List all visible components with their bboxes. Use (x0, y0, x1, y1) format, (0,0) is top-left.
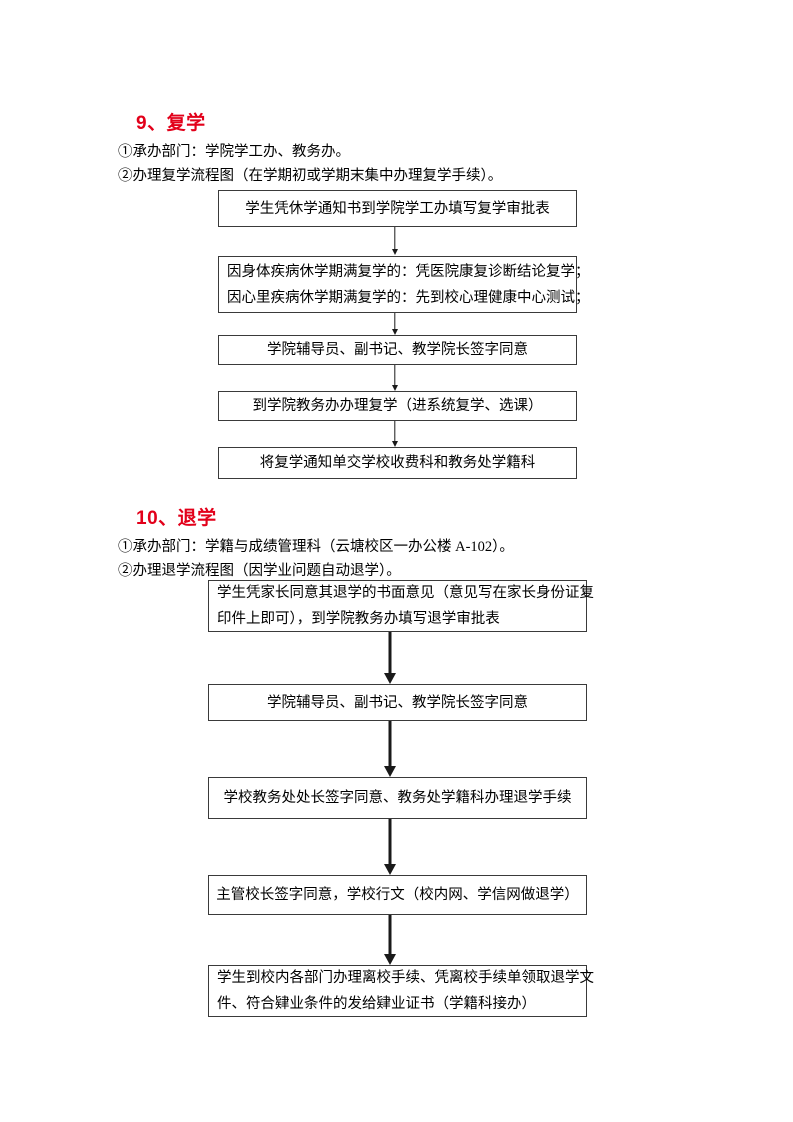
arrow-head (392, 385, 398, 391)
flow-arrow (388, 365, 402, 391)
arrow-shaft (388, 721, 392, 766)
flow-arrow (380, 632, 400, 684)
flow-step-line: 学生到校内各部门办理离校手续、凭离校手续单领取退学文 (217, 970, 594, 986)
flow-step-line: 学院辅导员、副书记、教学院长签字同意 (267, 342, 528, 358)
flow-step-box: 学生凭休学通知书到学院学工办填写复学审批表 (218, 190, 577, 227)
flow-step-line: 因身体疾病休学期满复学的：凭医院康复诊断结论复学； (227, 263, 590, 280)
section-10-line-2: ②办理退学流程图（因学业问题自动退学）。 (118, 563, 401, 579)
flow-step-box: 到学院教务办办理复学（进系统复学、选课） (218, 391, 577, 421)
section-heading-9: 9、复学 (136, 113, 206, 134)
arrow-shaft (394, 421, 396, 441)
arrow-head (384, 766, 396, 777)
flow-step-box: 学生凭家长同意其退学的书面意见（意见写在家长身份证复 印件上即可），到学院教务办… (208, 580, 594, 632)
flow-step-line: 印件上即可），到学院教务办填写退学审批表 (217, 611, 500, 627)
flow-step-box: 主管校长签字同意，学校行文（校内网、学信网做退学） (208, 875, 587, 915)
arrow-head (392, 441, 398, 447)
flow-step-line: 到学院教务办办理复学（进系统复学、选课） (252, 398, 543, 414)
flow-step-box: 学校教务处处长签字同意、教务处学籍科办理退学手续 (208, 777, 587, 819)
section-9-line-2: ②办理复学流程图（在学期初或学期末集中办理复学手续）。 (118, 168, 503, 184)
arrow-head (384, 864, 396, 875)
flow-step-line: 件、符合肄业条件的发给肄业证书（学籍科接办） (217, 996, 536, 1012)
flow-step-box: 学院辅导员、副书记、教学院长签字同意 (208, 684, 587, 721)
arrow-head (384, 673, 396, 684)
arrow-head (392, 329, 398, 335)
flow-step-line: 学校教务处处长签字同意、教务处学籍科办理退学手续 (223, 790, 572, 806)
flow-arrow (388, 421, 402, 447)
section-heading-10: 10、退学 (136, 508, 217, 529)
arrow-shaft (394, 313, 396, 329)
arrow-shaft (394, 227, 396, 249)
flow-step-box: 学生到校内各部门办理离校手续、凭离校手续单领取退学文 件、符合肄业条件的发给肄业… (208, 965, 594, 1017)
flow-arrow (380, 819, 400, 875)
arrow-shaft (388, 915, 392, 954)
arrow-head (392, 249, 398, 255)
flow-arrow (388, 227, 402, 255)
flow-arrow (388, 313, 402, 335)
flow-step-line: 学生凭家长同意其退学的书面意见（意见写在家长身份证复 (217, 585, 594, 601)
flow-step-box: 因身体疾病休学期满复学的：凭医院康复诊断结论复学； 因心里疾病休学期满复学的：先… (218, 256, 590, 313)
flow-step-box: 学院辅导员、副书记、教学院长签字同意 (218, 335, 577, 365)
arrow-head (384, 954, 396, 965)
flow-step-line: 学生凭休学通知书到学院学工办填写复学审批表 (245, 200, 550, 217)
flow-step-line: 将复学通知单交学校收费科和教务处学籍科 (259, 455, 536, 471)
flow-step-box: 将复学通知单交学校收费科和教务处学籍科 (218, 447, 577, 479)
flow-arrow (380, 915, 400, 965)
arrow-shaft (388, 632, 392, 673)
flow-step-line: 因心里疾病休学期满复学的：先到校心理健康中心测试； (227, 289, 590, 306)
section-9-line-1: ①承办部门：学院学工办、教务办。 (118, 144, 350, 160)
section-10-line-1: ①承办部门：学籍与成绩管理科（云塘校区一办公楼 A-102）。 (118, 539, 514, 555)
flow-arrow (380, 721, 400, 777)
flow-step-line: 学院辅导员、副书记、教学院长签字同意 (267, 694, 528, 711)
arrow-shaft (388, 819, 392, 864)
flow-step-line: 主管校长签字同意，学校行文（校内网、学信网做退学） (216, 887, 579, 903)
arrow-shaft (394, 365, 396, 385)
